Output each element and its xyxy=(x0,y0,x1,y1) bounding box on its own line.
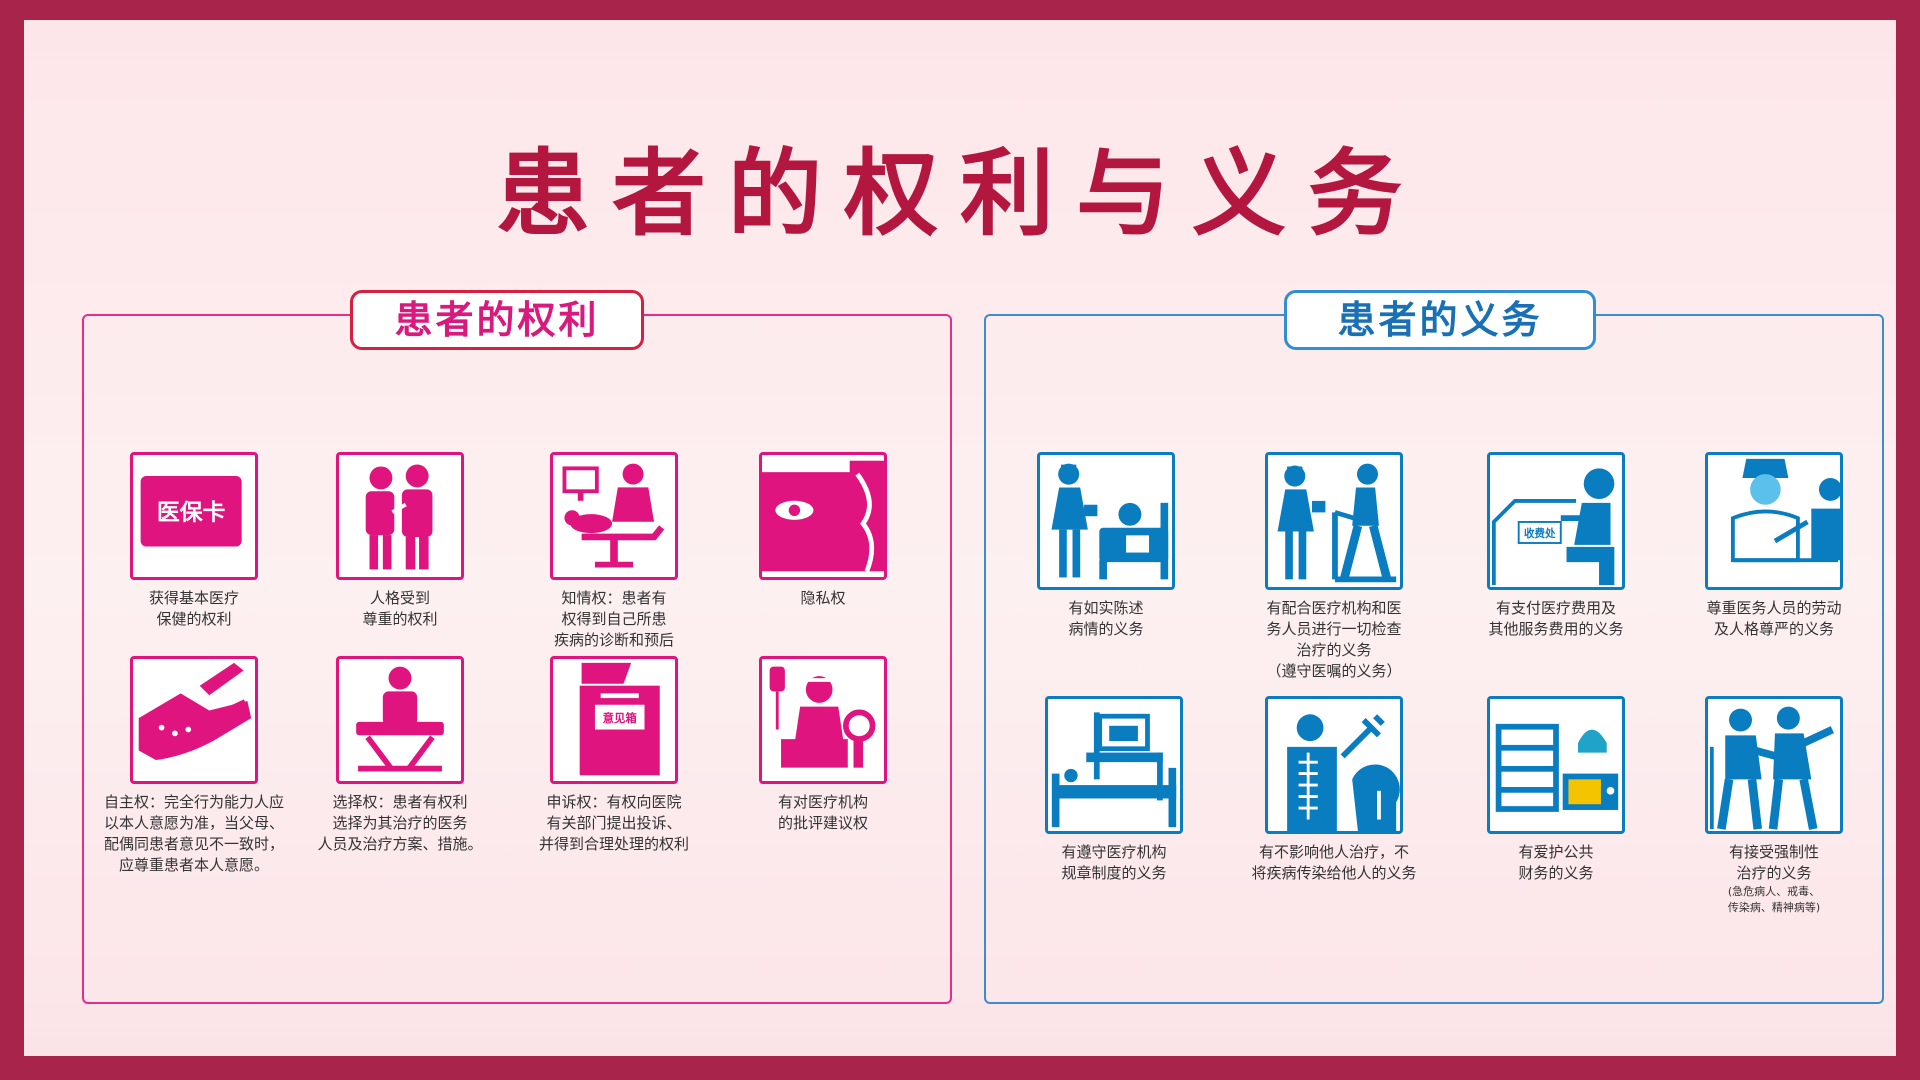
duty-item-respect: 尊重医务人员的劳动 及人格尊严的义务 xyxy=(1674,452,1874,640)
right-caption: 获得基本医疗 保健的权利 xyxy=(148,589,239,628)
duties-panel-title: 患者的义务 xyxy=(1284,290,1596,350)
right-caption: 有对医疗机构 的批评建议权 xyxy=(777,793,868,832)
right-caption: 申诉权：有权向医院 有关部门提出投诉、 并得到合理处理的权利 xyxy=(538,793,689,853)
duty-item-cooperate: 有配合医疗机构和医 务人员进行一切检查 治疗的义务 （遵守医嘱的义务） xyxy=(1224,452,1444,682)
right-item-autonomy: 自主权：完全行为能力人应 以本人意愿为准，当父母、 配偶同患者意见不一致时， 应… xyxy=(94,656,294,876)
escort-people-icon xyxy=(1705,696,1843,834)
medical-card-text: 医保卡 xyxy=(157,499,226,526)
duty-item-no-infection: 有不影响他人治疗，不 将疾病传染给他人的义务 xyxy=(1224,696,1444,884)
duty-note: (急危病人、戒毒、 xyxy=(1727,885,1821,898)
right-caption: 选择权：患者有权利 选择为其治疗的医务 人员及治疗方案、措施。 xyxy=(317,793,483,853)
duty-item-compulsory: 有接受强制性 治疗的义务 (急危病人、戒毒、 传染病、精神病等) xyxy=(1674,696,1874,916)
duties-panel: 患者的义务 有如实陈述 病 xyxy=(984,290,1884,1004)
nurse-writing-icon xyxy=(1705,452,1843,590)
right-item-choice: 选择权：患者有权利 选择为其治疗的医务 人员及治疗方案、措施。 xyxy=(310,656,490,855)
duty-caption: 有接受强制性 治疗的义务 (急危病人、戒毒、 传染病、精神病等) xyxy=(1674,842,1874,916)
duty-note: 传染病、精神病等) xyxy=(1727,901,1821,914)
two-people-icon xyxy=(336,452,464,580)
page-title: 患者的权利与义务 xyxy=(495,140,1424,249)
rights-panel: 患者的权利 医保卡 获得基本医疗 保健的权利 xyxy=(82,290,952,1004)
injection-xray-icon xyxy=(1265,696,1403,834)
right-caption: 知情权：患者有 权得到自己所患 疾病的诊断和预后 xyxy=(553,589,674,649)
right-item-privacy: 隐私权 xyxy=(748,452,898,609)
duty-item-rules: 有遵守医疗机构 规章制度的义务 xyxy=(1014,696,1214,884)
duty-item-truthful: 有如实陈述 病情的义务 xyxy=(1006,452,1206,640)
right-caption: 人格受到 尊重的权利 xyxy=(362,589,438,628)
duty-caption: 有遵守医疗机构 规章制度的义务 xyxy=(1061,843,1167,882)
suggestion-box-icon: 意见箱 xyxy=(550,656,678,784)
poster-canvas: 患者的权利与义务 患者的权利 医保卡 获得基本医疗 保健的权利 xyxy=(24,20,1896,1056)
right-item-medical-insurance: 医保卡 获得基本医疗 保健的权利 xyxy=(114,452,274,630)
doctor-monitor-icon xyxy=(550,452,678,580)
right-item-appeal: 意见箱 申诉权：有权向医院 有关部门提出投诉、 并得到合理处理的权利 xyxy=(514,656,714,855)
right-item-suggestion: 有对医疗机构 的批评建议权 xyxy=(748,656,898,834)
duty-caption: 有如实陈述 病情的义务 xyxy=(1068,599,1144,638)
rights-panel-title: 患者的权利 xyxy=(350,290,644,350)
furniture-appliances-icon xyxy=(1487,696,1625,834)
duty-caption: 有配合医疗机构和医 务人员进行一切检查 治疗的义务 （遵守医嘱的义务） xyxy=(1266,599,1402,680)
duty-caption: 尊重医务人员的劳动 及人格尊严的义务 xyxy=(1706,599,1842,638)
nurse-treadmill-icon xyxy=(1265,452,1403,590)
duty-item-property: 有爱护公共 财务的义务 xyxy=(1456,696,1656,884)
duty-item-payment: 收费处 有支付医疗费用及 其他服务费用的义务 xyxy=(1456,452,1656,640)
duty-caption: 有不影响他人治疗，不 将疾病传染给他人的义务 xyxy=(1251,843,1417,882)
hospital-bed-monitor-icon xyxy=(1045,696,1183,834)
cashier-icon: 收费处 xyxy=(1487,452,1625,590)
doctor-microscope-icon xyxy=(759,656,887,784)
right-caption: 自主权：完全行为能力人应 以本人意愿为准，当父母、 配偶同患者意见不一致时， 应… xyxy=(103,793,284,874)
right-item-dignity: 人格受到 尊重的权利 xyxy=(320,452,480,630)
suggestion-box-text: 意见箱 xyxy=(603,711,638,725)
signing-hand-icon xyxy=(130,656,258,784)
cashier-text: 收费处 xyxy=(1524,527,1556,540)
right-item-informed: 知情权：患者有 权得到自己所患 疾病的诊断和预后 xyxy=(524,452,704,651)
right-caption: 隐私权 xyxy=(800,589,846,607)
nurse-patient-bed-icon xyxy=(1037,452,1175,590)
privacy-eye-icon xyxy=(759,452,887,580)
patient-bed-icon xyxy=(336,656,464,784)
medical-card-icon: 医保卡 xyxy=(130,452,258,580)
duty-caption: 有支付医疗费用及 其他服务费用的义务 xyxy=(1488,599,1624,638)
duty-caption: 有爱护公共 财务的义务 xyxy=(1518,843,1594,882)
